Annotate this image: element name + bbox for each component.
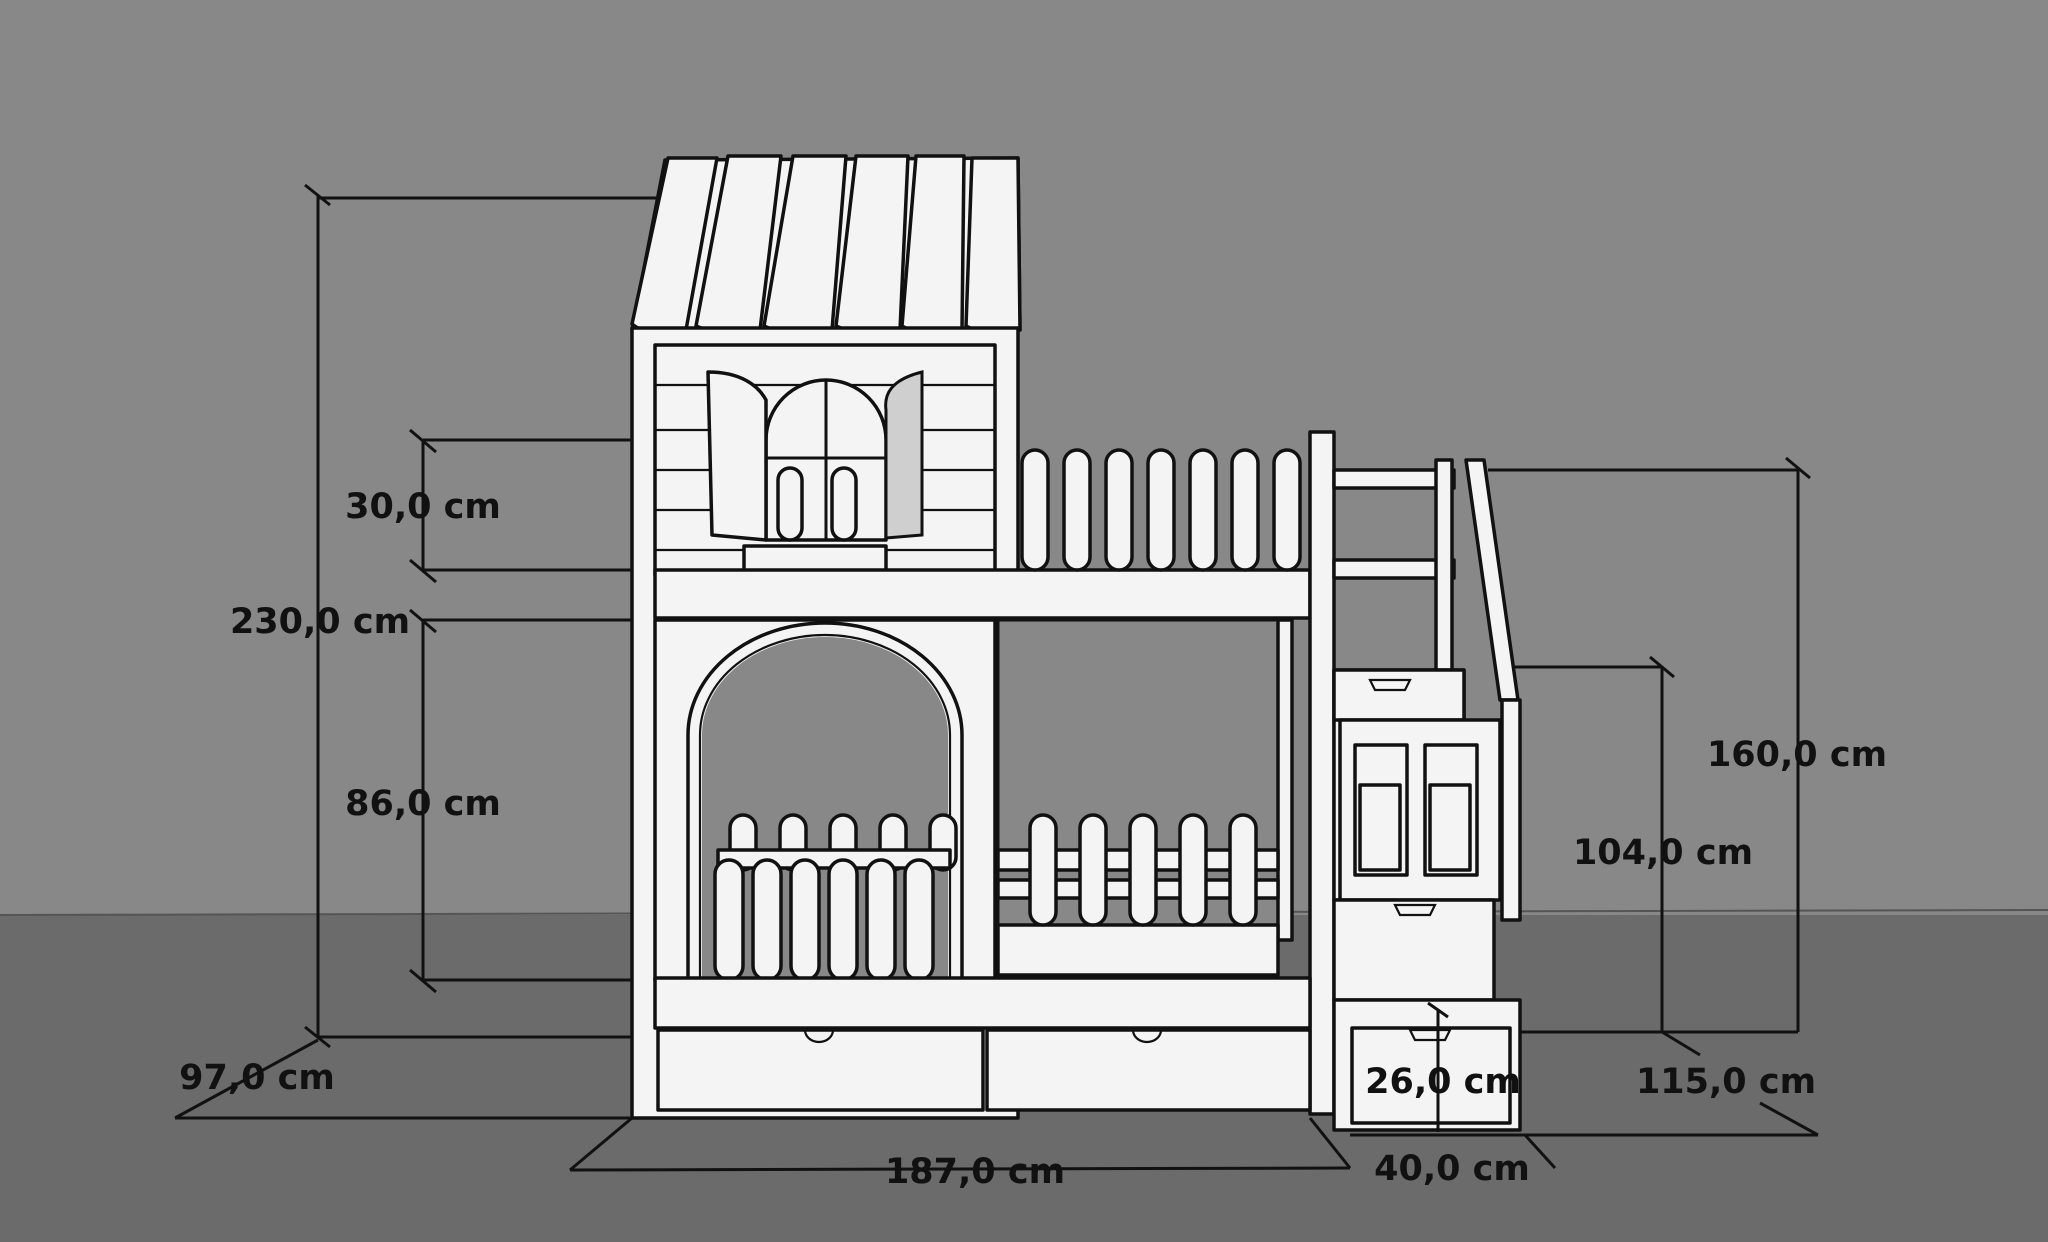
stairs — [1332, 458, 1522, 1132]
dimension-labels: 30,0 cm 230,0 cm 86,0 cm 97,0 cm 187,0 c… — [179, 487, 1887, 1192]
bunk-bed — [630, 154, 1522, 1132]
label-lower-opening: 86,0 cm — [345, 784, 501, 824]
dimension-lines — [174, 183, 1819, 1172]
label-stairs-depth: 115,0 cm — [1636, 1062, 1816, 1102]
drawer-right — [985, 1028, 1312, 1112]
left-shutter — [706, 370, 768, 542]
label-total-height: 230,0 cm — [230, 602, 410, 642]
label-stairs-mid: 104,0 cm — [1573, 833, 1753, 873]
label-upper-rail: 30,0 cm — [345, 487, 501, 527]
label-depth: 97,0 cm — [179, 1058, 335, 1098]
stair-drawer-middle — [1332, 898, 1496, 1002]
upper-rail — [653, 448, 1312, 620]
front-post — [1308, 430, 1336, 1116]
label-step-width: 40,0 cm — [1374, 1149, 1530, 1189]
roof — [630, 154, 1022, 336]
label-length: 187,0 cm — [885, 1152, 1065, 1192]
right-shutter — [884, 370, 924, 540]
drawer-left — [656, 1028, 985, 1112]
label-stairs-height: 160,0 cm — [1707, 735, 1887, 775]
bed-base — [653, 976, 1312, 1112]
lower-rail — [713, 618, 1294, 982]
label-step-height: 26,0 cm — [1365, 1062, 1521, 1102]
lower-arch — [653, 618, 997, 982]
